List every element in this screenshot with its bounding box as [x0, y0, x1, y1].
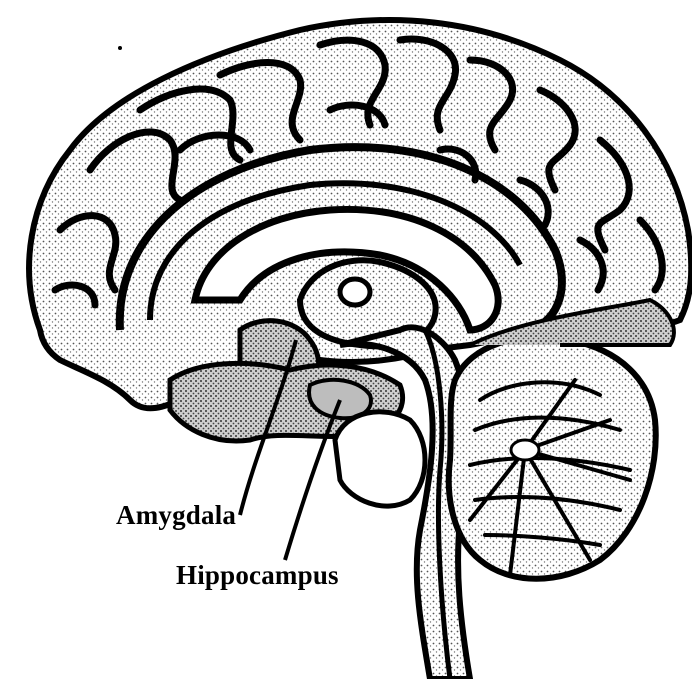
hippocampus-label: Hippocampus	[176, 560, 339, 591]
amygdala-label: Amygdala	[116, 500, 236, 531]
pons	[335, 412, 425, 506]
scan-speck	[118, 46, 122, 50]
arbor-vitae-center	[511, 440, 539, 460]
interthalamic-adhesion	[340, 279, 370, 305]
